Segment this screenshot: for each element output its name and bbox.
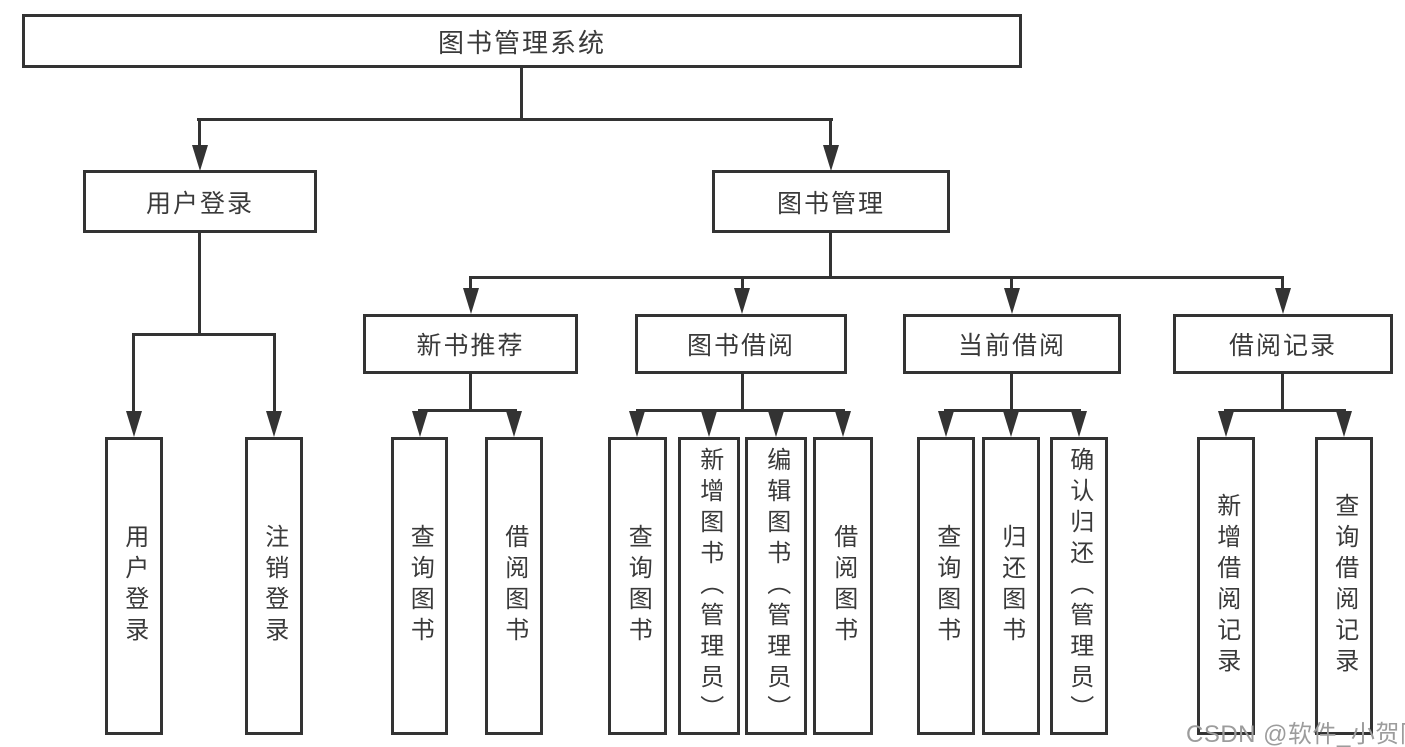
arrow-down-icon <box>1004 288 1020 314</box>
connector-line <box>132 333 276 336</box>
leaf-label: 新增借阅记录 <box>1212 493 1240 679</box>
arrow-down-icon <box>412 411 428 437</box>
leaf-label: 确认归还（管理员） <box>1065 446 1093 726</box>
leaf-query-books: 查询图书 <box>608 437 667 735</box>
connector-line <box>469 372 472 412</box>
leaf-label: 编辑图书（管理员） <box>762 446 790 726</box>
leaf-label: 查询图书 <box>406 524 434 648</box>
leaf-label: 用户登录 <box>120 524 148 648</box>
connector-line <box>741 372 744 412</box>
node-current-borrowing: 当前借阅 <box>903 314 1121 374</box>
connector-line <box>198 231 201 336</box>
arrow-down-icon <box>823 145 839 171</box>
leaf-query-books: 查询图书 <box>391 437 448 735</box>
connector-line <box>944 409 1081 412</box>
csdn-watermark: CSDN @软件_小贺同学 <box>1186 721 1405 747</box>
node-book-management: 图书管理 <box>712 170 950 233</box>
connector-line <box>829 231 832 279</box>
leaf-label: 借阅图书 <box>500 524 528 648</box>
connector-line <box>469 276 1284 279</box>
node-new-book-recommend: 新书推荐 <box>363 314 578 374</box>
connector-line <box>636 409 845 412</box>
leaf-label: 查询图书 <box>624 524 652 648</box>
arrow-down-icon <box>1275 288 1291 314</box>
node-borrowing-records: 借阅记录 <box>1173 314 1393 374</box>
leaf-borrow-books: 借阅图书 <box>485 437 543 735</box>
leaf-add-borrow-record: 新增借阅记录 <box>1197 437 1255 735</box>
connector-line <box>418 409 517 412</box>
arrow-down-icon <box>835 411 851 437</box>
connector-line <box>1281 372 1284 412</box>
leaf-label: 借阅图书 <box>829 524 857 648</box>
arrow-down-icon <box>126 411 142 437</box>
connector-line <box>741 276 744 290</box>
leaf-logout-login: 注销登录 <box>245 437 303 735</box>
leaf-add-books-admin: 新增图书（管理员） <box>678 437 740 735</box>
connector-line <box>1224 409 1346 412</box>
connector-line <box>1281 276 1284 290</box>
arrow-down-icon <box>768 411 784 437</box>
arrow-down-icon <box>192 145 208 171</box>
leaf-edit-books-admin: 编辑图书（管理员） <box>745 437 807 735</box>
arrow-down-icon <box>701 411 717 437</box>
connector-line <box>132 333 135 413</box>
arrow-down-icon <box>1218 411 1234 437</box>
leaf-query-borrow-record: 查询借阅记录 <box>1315 437 1373 735</box>
arrow-down-icon <box>938 411 954 437</box>
leaf-label: 注销登录 <box>260 524 288 648</box>
leaf-label: 归还图书 <box>997 524 1025 648</box>
arrow-down-icon <box>1003 411 1019 437</box>
node-root: 图书管理系统 <box>22 14 1022 68</box>
connector-line <box>469 276 472 290</box>
connector-line <box>520 66 523 121</box>
node-user-login: 用户登录 <box>83 170 317 233</box>
leaf-label: 查询借阅记录 <box>1330 493 1358 679</box>
connector-line <box>273 333 276 413</box>
leaf-user-login: 用户登录 <box>105 437 163 735</box>
leaf-confirm-return-admin: 确认归还（管理员） <box>1050 437 1108 735</box>
leaf-borrow-books: 借阅图书 <box>813 437 873 735</box>
arrow-down-icon <box>463 288 479 314</box>
leaf-label: 新增图书（管理员） <box>695 446 723 726</box>
connector-line <box>829 118 832 147</box>
connector-line <box>198 118 201 147</box>
connector-line <box>1010 372 1013 412</box>
arrow-down-icon <box>506 411 522 437</box>
arrow-down-icon <box>629 411 645 437</box>
connector-line <box>197 118 833 121</box>
arrow-down-icon <box>734 288 750 314</box>
leaf-return-books: 归还图书 <box>982 437 1040 735</box>
arrow-down-icon <box>1071 411 1087 437</box>
connector-line <box>1010 276 1013 290</box>
leaf-label: 查询图书 <box>932 524 960 648</box>
arrow-down-icon <box>266 411 282 437</box>
node-book-borrowing: 图书借阅 <box>635 314 847 374</box>
leaf-query-books: 查询图书 <box>917 437 975 735</box>
arrow-down-icon <box>1336 411 1352 437</box>
